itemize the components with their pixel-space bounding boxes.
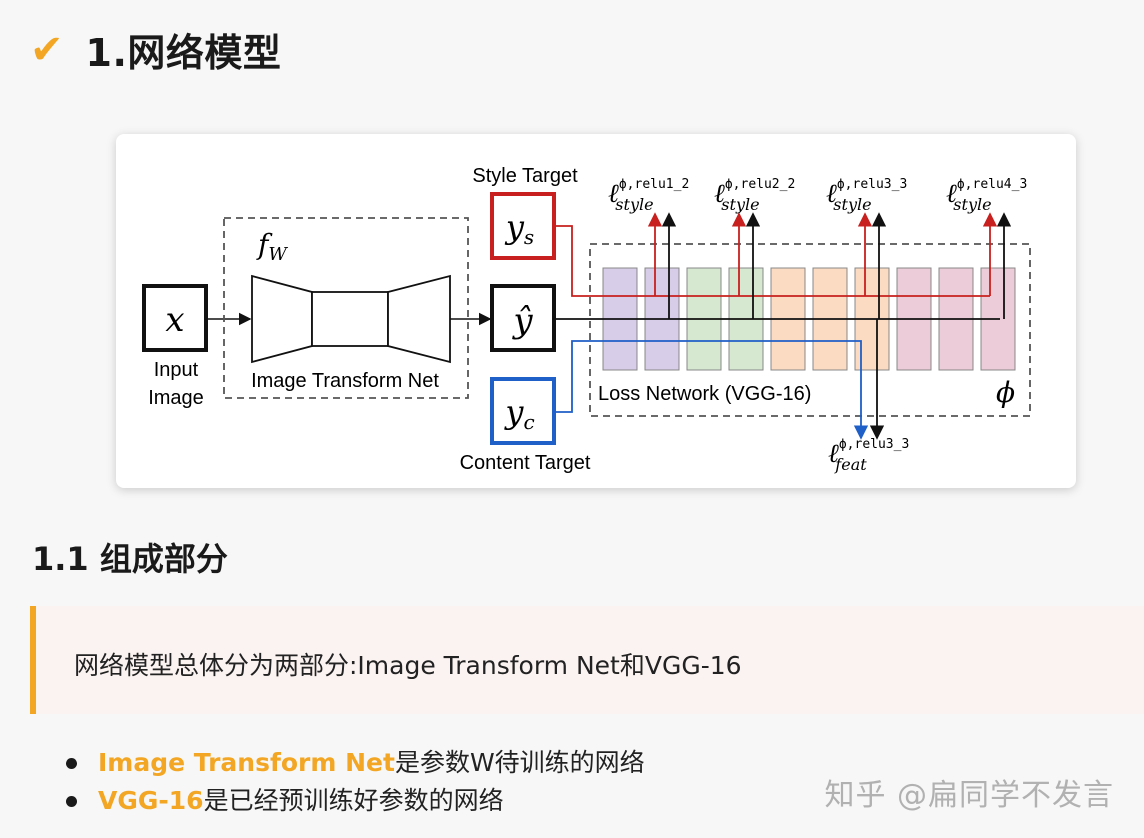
- network-diagram-card: x Input Image fW Image Transform Net ŷ S…: [116, 134, 1076, 488]
- transform-net-box: [223, 217, 469, 399]
- loss-network-label: Loss Network (VGG-16): [598, 383, 811, 405]
- watermark: 知乎 @扁同学不发言: [824, 778, 1114, 813]
- network-diagram: x Input Image fW Image Transform Net ŷ S…: [142, 165, 1031, 474]
- bullet-highlight: VGG-16: [98, 786, 204, 815]
- yhat-box: [490, 284, 556, 352]
- input-box: [142, 284, 208, 352]
- check-icon: ✔: [30, 26, 64, 73]
- section-title: 1.1 组成部分: [32, 540, 228, 578]
- fw-label: fW: [256, 228, 288, 265]
- yc-box: [490, 377, 556, 445]
- loss-network-box: [589, 243, 1031, 417]
- list-item: VGG-16是已经预训练好参数的网络: [66, 782, 645, 820]
- encoder-shape: [251, 274, 313, 364]
- style-target-label: Style Target: [472, 165, 578, 187]
- list-item: Image Transform Net是参数W待训练的网络: [66, 744, 645, 782]
- style-red-path: [554, 225, 990, 297]
- bottleneck-shape: [311, 291, 389, 347]
- content-blue-path: [554, 340, 869, 440]
- bullet-list: Image Transform Net是参数W待训练的网络 VGG-16是已经预…: [66, 744, 645, 820]
- bullet-dot-icon: [66, 758, 77, 769]
- phi-label: ϕ: [996, 376, 1015, 409]
- input-symbol: x: [165, 300, 184, 340]
- ys-box: [490, 192, 556, 260]
- transform-net-label: Image Transform Net: [251, 370, 439, 392]
- input-label-line1: Input: [154, 359, 199, 381]
- input-label-line2: Image: [148, 387, 204, 409]
- bullet-text: 是已经预训练好参数的网络: [203, 786, 504, 815]
- bullet-text: 是参数W待训练的网络: [394, 748, 645, 777]
- ys-symbol: ys: [504, 208, 534, 249]
- bullet-dot-icon: [66, 796, 77, 807]
- bullet-highlight: Image Transform Net: [98, 748, 395, 777]
- blockquote-text: 网络模型总体分为两部分:Image Transform Net和VGG-16: [74, 651, 742, 680]
- yc-symbol: yc: [503, 393, 534, 434]
- content-target-label: Content Target: [460, 452, 591, 474]
- page-heading: ✔ 1.网络模型: [30, 22, 281, 77]
- page-title: 1.网络模型: [85, 31, 282, 75]
- blockquote: 网络模型总体分为两部分:Image Transform Net和VGG-16: [30, 606, 1144, 714]
- yhat-symbol: ŷ: [511, 301, 533, 341]
- decoder-shape: [387, 274, 451, 364]
